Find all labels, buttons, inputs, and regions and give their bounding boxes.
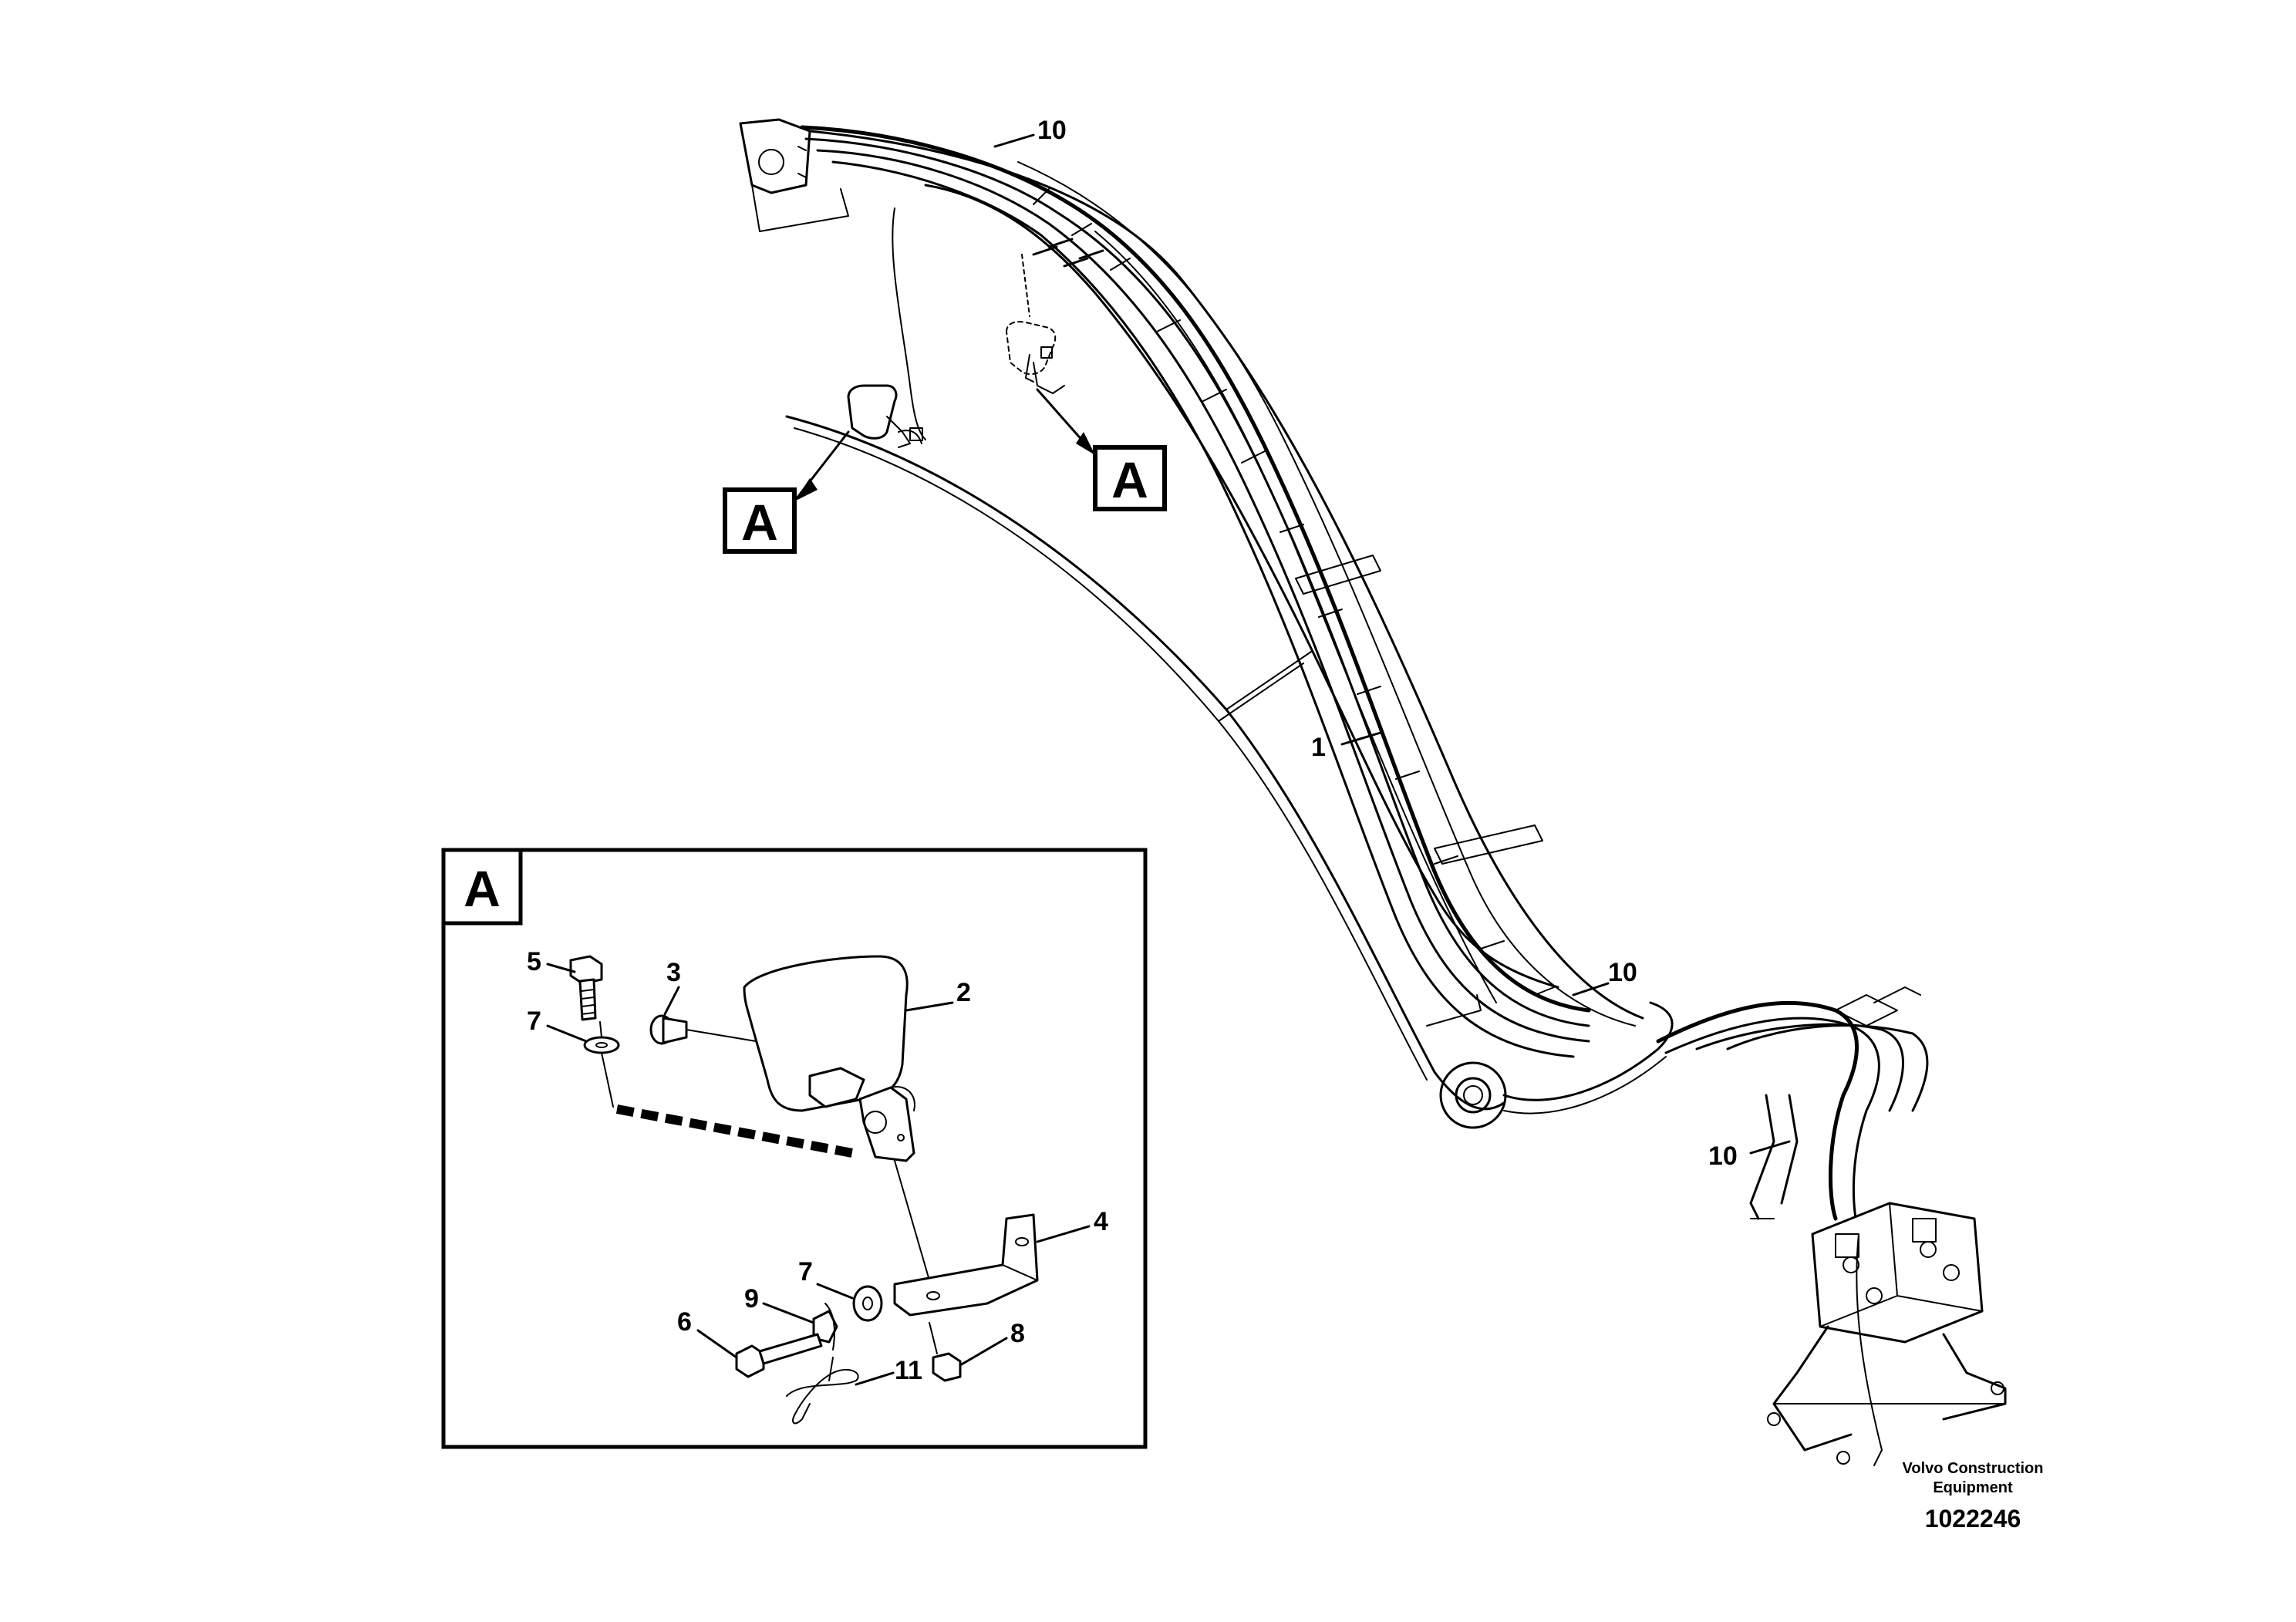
callout-detail-9: 9 [744, 1284, 759, 1313]
callout-detail-3: 3 [666, 958, 681, 987]
bracket-part [893, 1213, 1039, 1317]
callout-top-10: 10 [1037, 116, 1067, 145]
company-name-line2: Equipment [1933, 1479, 2013, 1496]
bolt-part [569, 955, 603, 1021]
drawing-number: 1022246 [1925, 1505, 2021, 1533]
callout-lower-10: 10 [1708, 1141, 1738, 1171]
work-lamp-right [1006, 254, 1065, 394]
pin-part [649, 1014, 757, 1045]
detail-a-panel: A [441, 848, 1148, 1449]
callout-detail-7b: 7 [798, 1257, 813, 1286]
company-name-line1: Volvo Construction [1903, 1460, 2044, 1477]
view-a-right-label: A [1111, 451, 1148, 508]
valve-hoses [1656, 986, 1929, 1236]
callout-hose-1: 1 [1311, 733, 1326, 762]
screw-part [735, 1333, 823, 1378]
callout-detail-8: 8 [1010, 1319, 1025, 1348]
lamp-part [743, 955, 915, 1162]
view-marker-left: A [723, 430, 850, 554]
work-lamp-left [847, 384, 923, 448]
detail-a-label: A [464, 860, 501, 917]
callout-detail-4: 4 [1094, 1207, 1108, 1236]
callout-detail-11: 11 [895, 1356, 922, 1385]
control-valve-block [1767, 1202, 2007, 1466]
callout-detail-7a: 7 [527, 1007, 541, 1036]
callout-detail-6: 6 [677, 1307, 692, 1337]
view-marker-right: A [1036, 388, 1167, 511]
view-a-left-label: A [741, 494, 778, 551]
callout-detail-2: 2 [956, 978, 971, 1007]
main-callouts: 10 10 10 1 [993, 116, 1791, 1171]
callout-mid-10: 10 [1608, 958, 1637, 987]
callout-detail-5: 5 [527, 947, 541, 976]
drawing-footer: Volvo Construction Equipment 1022246 [1903, 1460, 2044, 1533]
nut-part [929, 1322, 962, 1382]
boom-hoses [800, 125, 1591, 1058]
